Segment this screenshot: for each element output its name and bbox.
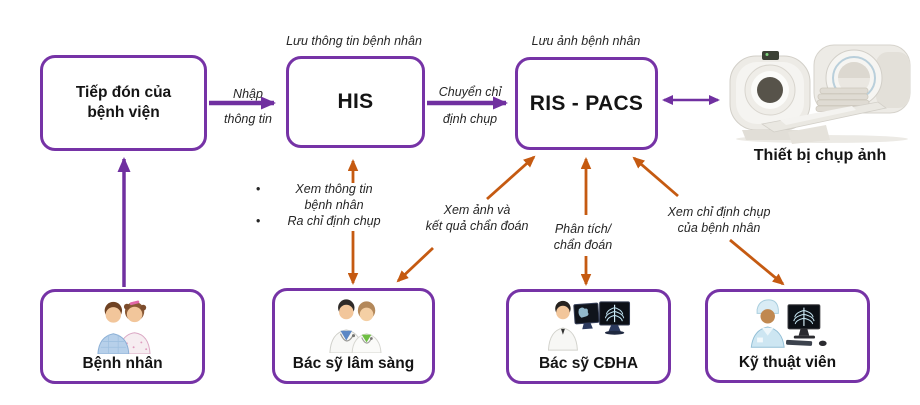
bullet-icon: • xyxy=(256,214,261,228)
box-his: HIS xyxy=(286,56,425,148)
bullet-icon: • xyxy=(256,182,261,196)
note-ris-storage: Lưu ảnh bệnh nhân xyxy=(531,34,641,48)
bullet-view-info: • Xem thông tin bệnh nhân xyxy=(256,182,373,212)
box-radiology-doctor: Bác sỹ CĐHA xyxy=(506,289,671,384)
label-transfer-order: Chuyển chỉ định chụp xyxy=(438,85,502,126)
label-clinical-his-actions: • Xem thông tin bệnh nhân • Ra chỉ định … xyxy=(256,181,398,229)
reception-title: Tiếp đón của bệnh viện xyxy=(75,83,172,121)
arrow-clinical-rispacs-up xyxy=(486,155,536,201)
note-his-storage: Lưu thông tin bệnh nhân xyxy=(286,34,422,48)
bullet-order-scan: • Ra chỉ định chụp xyxy=(256,214,381,228)
box-patient: Bệnh nhân xyxy=(40,289,205,384)
box-reception: Tiếp đón của bệnh viện xyxy=(40,55,207,151)
his-title: HIS xyxy=(337,90,374,114)
ct-mri-scanner-icon xyxy=(726,40,914,144)
radiology-doctor-label: Bác sỹ CĐHA xyxy=(538,354,639,372)
arrow-technician-rispacs-up xyxy=(632,156,679,198)
technician-label: Kỹ thuật viên xyxy=(738,353,837,371)
label-analyze: Phân tích/ chẩn đoán xyxy=(553,222,613,252)
device-label: Thiết bị chụp ảnh xyxy=(753,147,887,164)
radiologist-monitors-icon xyxy=(513,298,664,354)
clinical-doctor-label: Bác sỹ lâm sàng xyxy=(292,354,415,372)
box-clinical-doctor: Bác sỹ lâm sàng xyxy=(272,288,435,384)
label-input-info: Nhập thông tin xyxy=(224,87,272,126)
box-ris-pacs: RIS - PACS xyxy=(515,57,658,150)
ris-pacs-title: RIS - PACS xyxy=(529,91,644,115)
label-view-order: Xem chỉ định chụp của bệnh nhân xyxy=(667,205,771,235)
clinical-doctors-icon xyxy=(279,297,428,354)
patients-icon xyxy=(47,298,198,354)
technician-monitor-icon xyxy=(712,297,863,353)
arrow-clinical-rispacs-down xyxy=(396,246,434,283)
arrow-technician-rispacs-down xyxy=(729,238,785,286)
box-technician: Kỹ thuật viên xyxy=(705,289,870,383)
label-view-results: Xem ảnh và kết quả chẩn đoán xyxy=(425,203,529,233)
patient-label: Bệnh nhân xyxy=(82,354,163,372)
